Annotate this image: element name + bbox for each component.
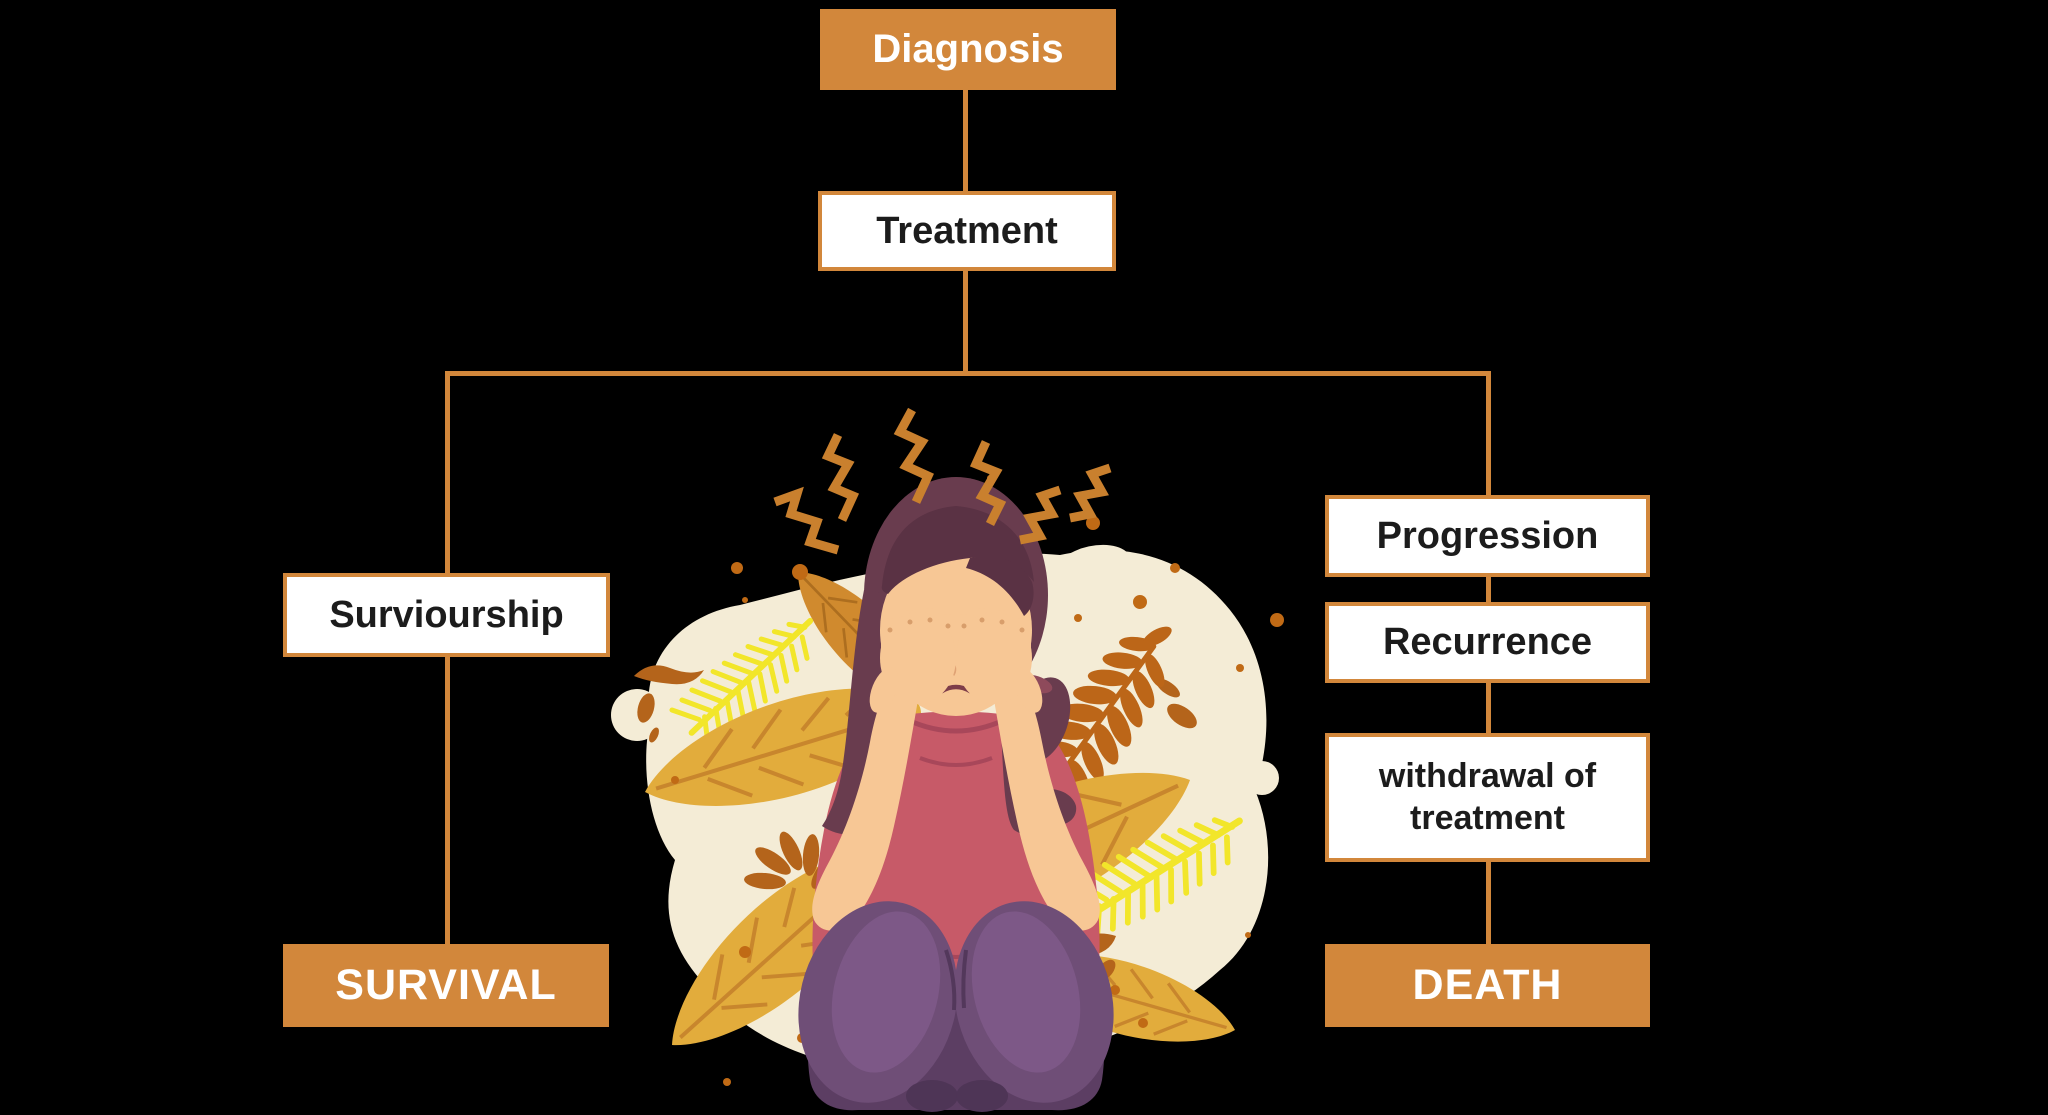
node-surviourship: Surviourship xyxy=(283,573,610,657)
node-survival-label: SURVIVAL xyxy=(335,961,557,1010)
stress-marks-icon xyxy=(773,407,1112,555)
woman-figure xyxy=(798,477,1114,1112)
node-recurrence-label: Recurrence xyxy=(1382,621,1593,664)
connector-withdrawal-death xyxy=(1486,860,1491,946)
woman-arms xyxy=(812,686,1100,931)
connector-treatment-branch xyxy=(963,270,968,373)
node-treatment-label: Treatment xyxy=(876,209,1058,252)
node-death-label: DEATH xyxy=(1412,961,1563,1010)
woman-pants xyxy=(798,901,1114,1112)
node-progression-label: Progression xyxy=(1376,514,1599,557)
woman-bangs xyxy=(881,506,1034,616)
connector-branch-horizontal xyxy=(445,371,1491,376)
connector-branch-surviourship xyxy=(445,371,450,575)
node-diagnosis-label: Diagnosis xyxy=(872,27,1064,72)
node-surviourship-label: Surviourship xyxy=(329,593,564,636)
woman-hands xyxy=(869,608,1043,713)
connector-surviourship-survival xyxy=(445,655,450,946)
node-diagnosis: Diagnosis xyxy=(820,9,1116,90)
node-recurrence: Recurrence xyxy=(1325,602,1650,683)
node-progression: Progression xyxy=(1325,495,1650,577)
node-survival: SURVIVAL xyxy=(283,944,609,1027)
connector-diagnosis-treatment xyxy=(963,90,968,193)
connector-progression-recurrence xyxy=(1486,575,1491,604)
node-treatment: Treatment xyxy=(818,191,1116,271)
illustration-stressed-woman xyxy=(590,390,1290,1115)
connector-recurrence-withdrawal xyxy=(1486,681,1491,735)
node-death: DEATH xyxy=(1325,944,1650,1027)
connector-branch-progression xyxy=(1486,371,1491,497)
node-withdrawal-label: withdrawal of treatment xyxy=(1378,757,1597,837)
node-withdrawal: withdrawal of treatment xyxy=(1325,733,1650,862)
